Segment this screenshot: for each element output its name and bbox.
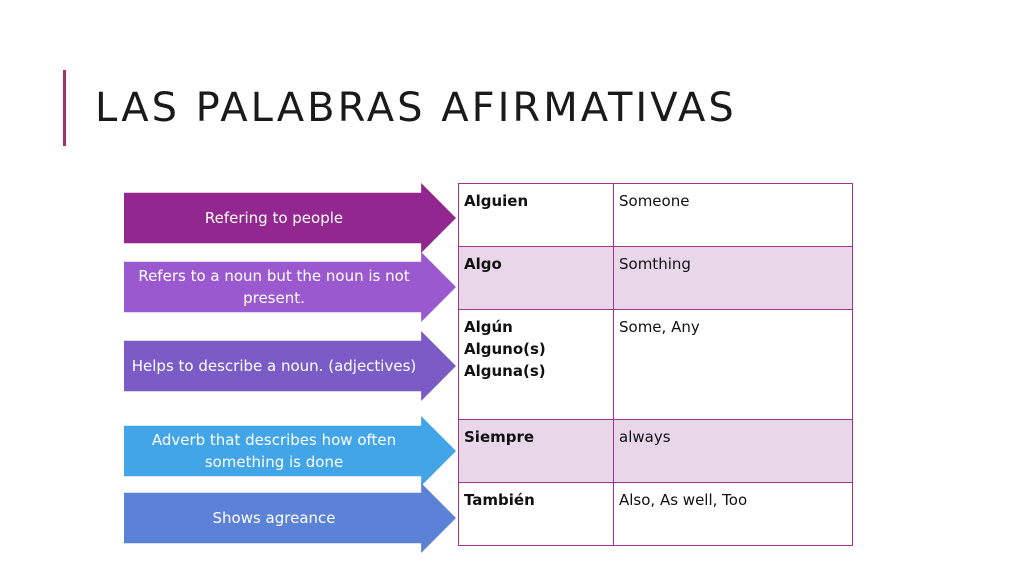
arrow-shape: [124, 252, 456, 322]
slide-title: LAS PALABRAS AFIRMATIVAS: [95, 85, 737, 131]
arrow-shape: [124, 183, 456, 253]
spanish-cell: Algún Alguno(s) Alguna(s): [458, 309, 614, 420]
spanish-word: Alguno(s): [464, 340, 546, 358]
english-cell: Someone: [613, 183, 853, 247]
table-row: Siempre always: [458, 419, 853, 483]
arrow-shape: [124, 331, 456, 401]
spanish-cell: Algo: [458, 246, 614, 310]
spanish-word: Alguien: [464, 192, 529, 210]
arrow-adverb-how-often: Adverb that describes how often somethin…: [124, 416, 456, 486]
spanish-cell: Siempre: [458, 419, 614, 483]
english-cell: Also, As well, Too: [613, 482, 853, 546]
table-row: Algo Somthing: [458, 246, 853, 310]
spanish-word: Siempre: [464, 428, 535, 446]
english-cell: Somthing: [613, 246, 853, 310]
arrow-noun-not-present: Refers to a noun but the noun is not pre…: [124, 252, 456, 322]
english-cell: Some, Any: [613, 309, 853, 420]
arrow-label: Adverb that describes how often somethin…: [151, 431, 397, 471]
arrow-label: Helps to describe a noun. (adjectives): [131, 357, 417, 375]
title-accent-bar: [63, 70, 66, 146]
arrow-label: Refering to people: [204, 209, 344, 227]
spanish-word: También: [464, 491, 535, 509]
arrow-label: Shows agreance: [212, 509, 336, 527]
arrow-label: Refers to a noun but the noun is not pre…: [138, 267, 410, 307]
spanish-word: Alguna(s): [464, 362, 546, 380]
spanish-cell: También: [458, 482, 614, 546]
english-cell: always: [613, 419, 853, 483]
arrow-shape: [124, 416, 456, 486]
spanish-word: Algo: [464, 255, 502, 273]
arrow-shows-agreance: Shows agreance: [124, 483, 456, 553]
arrow-describe-noun: Helps to describe a noun. (adjectives): [124, 331, 456, 401]
table-row: Algún Alguno(s) Alguna(s) Some, Any: [458, 309, 853, 420]
spanish-word: Algún: [464, 318, 513, 336]
spanish-cell: Alguien: [458, 183, 614, 247]
table-row: También Also, As well, Too: [458, 482, 853, 546]
arrow-shape: [124, 483, 456, 553]
arrow-refering-to-people: Refering to people: [124, 183, 456, 253]
vocabulary-table: Alguien Someone Algo Somthing Algún Algu…: [458, 183, 853, 546]
table-row: Alguien Someone: [458, 183, 853, 247]
